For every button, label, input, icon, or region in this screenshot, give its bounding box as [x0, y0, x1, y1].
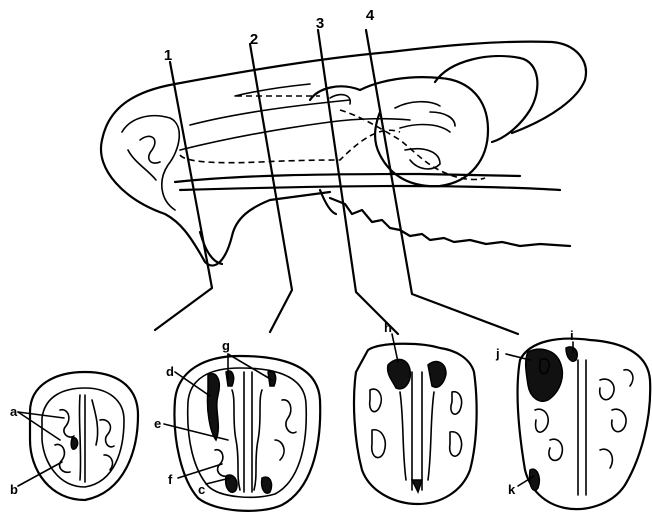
section-number-2: 2: [250, 31, 258, 48]
label-g: g: [222, 338, 230, 353]
label-d: d: [166, 364, 174, 379]
head-profile: [101, 42, 586, 266]
cross-section-3: [354, 344, 477, 504]
label-a: a: [10, 404, 18, 419]
section-number-4: 4: [366, 7, 375, 24]
label-i: i: [570, 328, 574, 343]
label-e: e: [154, 416, 161, 431]
cross-section-4: [517, 339, 650, 509]
label-k: k: [508, 482, 516, 497]
label-b: b: [10, 482, 18, 497]
section-number-3: 3: [316, 15, 324, 32]
cross-section-2: [174, 356, 320, 511]
label-f: f: [168, 472, 173, 487]
label-pointers: [18, 334, 573, 486]
section-lines: [155, 30, 518, 334]
cross-section-1: [30, 372, 138, 500]
label-j: j: [495, 346, 500, 361]
section-number-1: 1: [164, 47, 172, 64]
label-h: h: [384, 320, 392, 335]
label-c: c: [198, 482, 205, 497]
